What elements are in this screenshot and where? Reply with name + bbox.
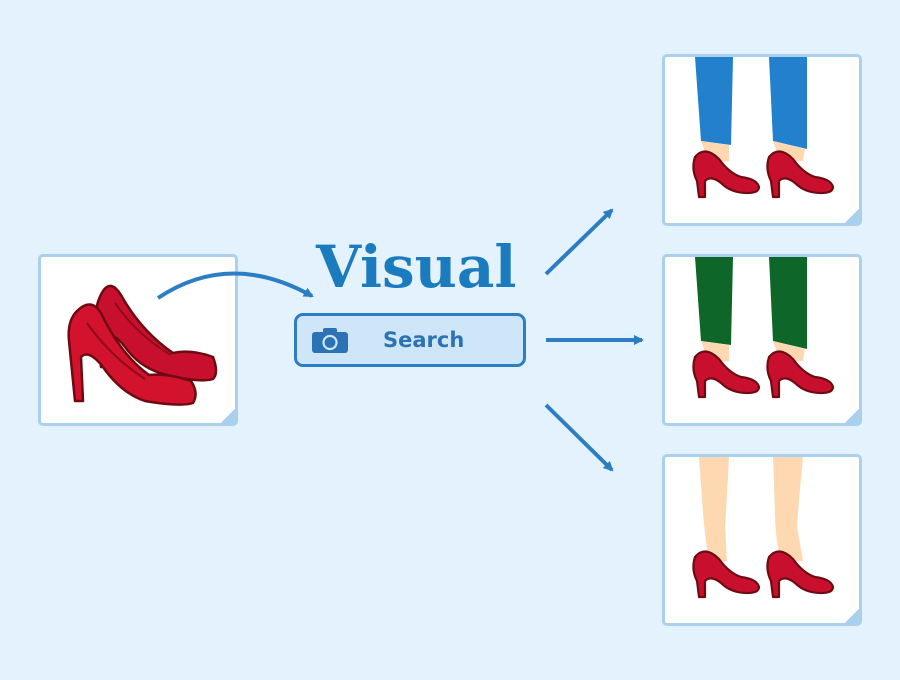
green-trousers — [695, 257, 807, 349]
result-card-1[interactable] — [662, 54, 862, 226]
blue-trousers — [695, 57, 807, 149]
result-card-2[interactable] — [662, 254, 862, 426]
search-button-label: Search — [383, 328, 465, 352]
arrow-to-result-3 — [544, 403, 614, 472]
red-heels-pair-icon — [67, 284, 218, 406]
page-fold-icon — [844, 608, 859, 623]
arrow-to-result-1 — [544, 208, 614, 276]
skin — [699, 457, 803, 563]
page-fold-icon — [844, 208, 859, 223]
camera-icon — [312, 328, 348, 353]
legs-blue-trousers-red-heels-icon — [692, 57, 835, 199]
page-fold-icon — [844, 408, 859, 423]
legs-green-trousers-red-heels-icon — [692, 257, 835, 399]
visual-search-button[interactable]: Search — [294, 313, 526, 367]
bare-legs-red-heels-icon — [692, 457, 835, 599]
arrow-query-to-search — [156, 271, 314, 300]
query-image-card[interactable] — [38, 254, 238, 426]
result-card-3[interactable] — [662, 454, 862, 626]
page-fold-icon — [220, 408, 235, 423]
diagram-title: Visual — [316, 233, 517, 301]
